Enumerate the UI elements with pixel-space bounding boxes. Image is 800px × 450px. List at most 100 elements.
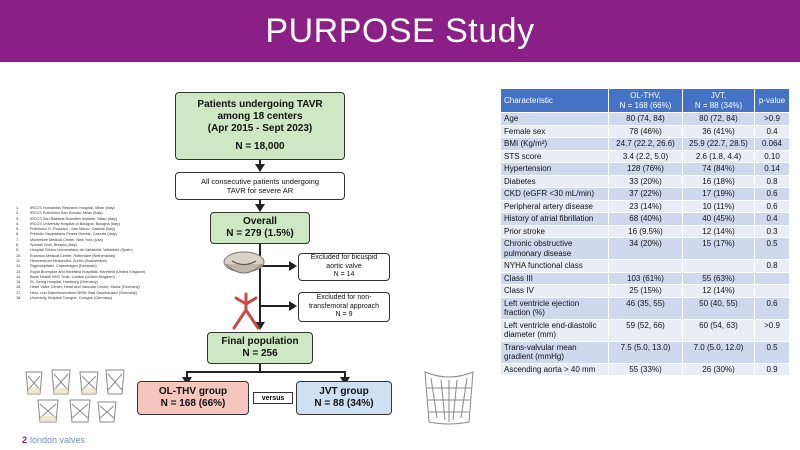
table-cell [608, 259, 683, 273]
table-cell: 0.6 [754, 199, 790, 213]
center-name: Presidio Ospedaliero Pineta Grande, Case… [30, 232, 117, 237]
table-cell: 50 (40, 55) [682, 296, 755, 320]
table-row: CKD (eGFR <30 mL/min)37 (22%)17 (19%)0.6 [500, 187, 790, 201]
table-cell: 2.6 (1.8, 4.4) [682, 149, 755, 163]
table-cell: 0.5 [754, 237, 790, 260]
center-number: 6. [16, 232, 20, 237]
table-cell: 23 (14%) [608, 199, 683, 213]
center-item: 14.Barts Health NHS Trust, London (Unite… [16, 275, 166, 280]
flow-box-consecutive: All consecutive patients undergoing TAVR… [175, 172, 345, 200]
flow-box-line: TAVR for severe AR [226, 186, 294, 195]
page-title: PURPOSE Study [265, 11, 535, 50]
table-row: BMI (Kg/m²)24.7 (22.2, 26.6)25.9 (22.7, … [500, 137, 790, 151]
column-header-line: JVT, [710, 91, 727, 100]
flow-box-line: OL-THV group [158, 386, 228, 397]
flow-box-line: transfemoral approach [308, 302, 380, 310]
table-cell: Hypertension [500, 162, 609, 176]
flow-box-overall: Overall N = 279 (1.5%) [210, 212, 310, 244]
column-header-line: OL-THV, [630, 91, 661, 100]
center-name: Spedali Civili, Brescia (Italy) [30, 243, 78, 248]
center-number: 7. [16, 237, 20, 242]
flow-arrow [255, 204, 265, 212]
table-cell: 25.9 (22.7, 28.5) [682, 137, 755, 151]
logo-mark: 2 [22, 435, 28, 445]
aorta-vessels-illustration [232, 292, 260, 330]
table-cell: 0.5 [754, 340, 790, 364]
center-name: Erasmus Medical Center, Rotterdam (Nethe… [30, 253, 116, 258]
column-header-characteristic: Characteristic [500, 88, 609, 113]
center-name: Policlinico G. Rodolico - San Marco, Cat… [30, 227, 116, 232]
flow-connector [259, 364, 261, 372]
center-item: 17.Herz- und Diabeteszentrum NRW, Bad Oe… [16, 291, 166, 296]
table-cell: Age [500, 112, 609, 126]
table-cell: 0.3 [754, 224, 790, 238]
flow-box-line: N = 88 (34%) [314, 398, 374, 409]
center-item: 8. Spedali Civili, Brescia (Italy) [16, 243, 166, 248]
table-cell: Class IV [500, 284, 609, 298]
column-header-line: N = 88 (34%) [694, 100, 743, 110]
center-number: 5. [16, 227, 20, 232]
table-cell: Prior stroke [500, 224, 609, 238]
table-cell: Chronic obstructive pulmonary disease [500, 237, 609, 260]
flow-box-all-tavr: Patients undergoing TAVR among 18 center… [175, 92, 345, 160]
flow-box-line: N = 168 (66%) [160, 398, 226, 409]
flow-box-line: JVT group [319, 386, 369, 397]
table-cell: 26 (30%) [682, 362, 755, 376]
table-row: Left ventricle ejection fraction (%)46 (… [500, 296, 790, 320]
table-cell: 15 (17%) [682, 237, 755, 260]
flow-connector [259, 305, 291, 307]
table-cell: 0.4 [754, 124, 790, 138]
table-cell: 16 (18%) [682, 174, 755, 188]
flow-box-line: N = 256 [242, 348, 278, 359]
flow-connector [259, 160, 261, 166]
center-item: 9.Hospital Clínico Universitario de Vall… [16, 248, 166, 253]
center-name: Hospital Clínico Universitario de Vallad… [30, 248, 133, 253]
table-cell: 7.0 (5.0, 12.0) [682, 340, 755, 364]
table-cell: 78 (46%) [608, 124, 683, 138]
table-cell: 3.4 (2.2, 5.0) [608, 149, 683, 163]
table-cell: History of atrial fibrillation [500, 212, 609, 226]
center-name: Rigshospitalet, Copenhagen (Denmark) [30, 264, 97, 269]
flow-box-line: N = 18,000 [235, 141, 285, 152]
flow-box-excluded-nontransfemoral: Excluded for non- transfemoral approach … [298, 292, 390, 322]
flow-box-line: Patients undergoing TAVR [197, 99, 323, 110]
flow-connector [259, 265, 291, 267]
center-item: 2.IRCCS Policlinico San Donato, Milan (I… [16, 211, 166, 216]
flow-connector [259, 244, 261, 324]
flow-connector [186, 371, 346, 373]
center-item: 1.IRCCS Humanitas Research Hospital, Mil… [16, 206, 166, 211]
flow-arrow [289, 301, 297, 311]
center-name: IRCCS Humanitas Research Hospital, Milan… [30, 206, 115, 210]
flow-box-line: N = 9 [335, 311, 353, 319]
baseline-characteristics-table: Characteristic OL-THV, N = 168 (66%) JVT… [500, 88, 790, 376]
center-name: Barts Health NHS Trust, London (United K… [30, 274, 115, 279]
column-header-jvt: JVT, N = 88 (34%) [682, 88, 755, 113]
table-cell [754, 271, 790, 285]
table-cell: Female sex [500, 124, 609, 138]
table-cell: 74 (84%) [682, 162, 755, 176]
flow-box-excluded-bicuspid: Excluded for bicuspid aortic valve N = 1… [298, 253, 390, 281]
center-number: 8. [16, 243, 20, 248]
bicuspid-valve-illustration [223, 251, 265, 274]
table-row: Trans-valvular mean gradient (mmHg)7.5 (… [500, 340, 790, 364]
flow-connector [259, 200, 261, 206]
table-cell: 59 (52, 66) [608, 318, 683, 342]
jvt-valve-illustration [424, 371, 474, 425]
center-name: Montefiore Medical Center, New York (Usa… [30, 237, 103, 242]
table-cell: >0.9 [754, 318, 790, 342]
table-cell: 80 (74, 84) [608, 112, 683, 126]
center-number: 10. [16, 253, 22, 258]
table-cell: 0.9 [754, 362, 790, 376]
flow-box-jvt-group: JVT group N = 88 (34%) [296, 381, 392, 415]
center-number: 18. [16, 296, 22, 301]
center-name: St. Georg Hospital, Hamburg (Germany) [30, 280, 98, 285]
center-name: Herz- und Diabeteszentrum NRW, Bad Oeynh… [30, 290, 137, 295]
